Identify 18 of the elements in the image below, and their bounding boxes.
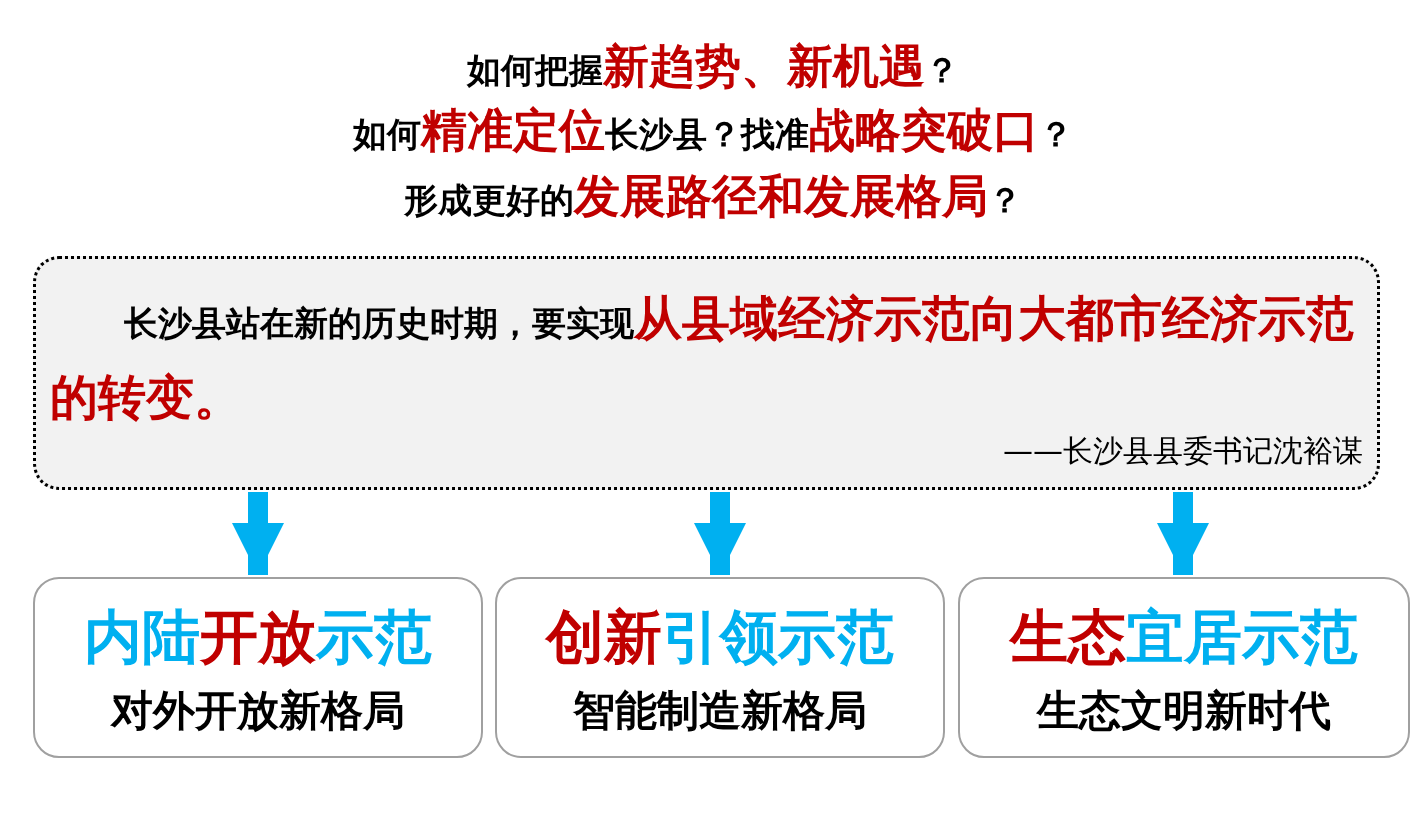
question-text: 形成更好的发展路径和发展格局？: [402, 168, 1023, 225]
attribution-text: ——长沙县县委书记沈裕谋: [1003, 432, 1363, 470]
subheading-text: 智能制造新格局: [572, 685, 868, 737]
question-text: 如何把握新趋势、新机遇？: [465, 38, 960, 95]
goal-box: [495, 577, 945, 758]
subheading-text: 生态文明新时代: [1035, 685, 1332, 737]
goal-box: [33, 577, 483, 758]
subheading-text: 对外开放新格局: [109, 685, 406, 737]
goal-box: [958, 577, 1410, 758]
question-text: 如何精准定位长沙县？找准战略突破口？: [351, 102, 1074, 159]
heading-text: 创新引领示范: [544, 602, 895, 673]
down-arrow: [232, 492, 284, 575]
quote-text: 长沙县站在新的历史时期，要实现从县域经济示范向大都市经济示范的转变。: [50, 289, 1355, 427]
heading-text: 内陆开放示范: [83, 602, 433, 673]
heading-text: 生态宜居示范: [1008, 602, 1359, 673]
quote-box: [33, 256, 1380, 490]
down-arrow: [694, 492, 746, 575]
down-arrow: [1157, 492, 1209, 575]
